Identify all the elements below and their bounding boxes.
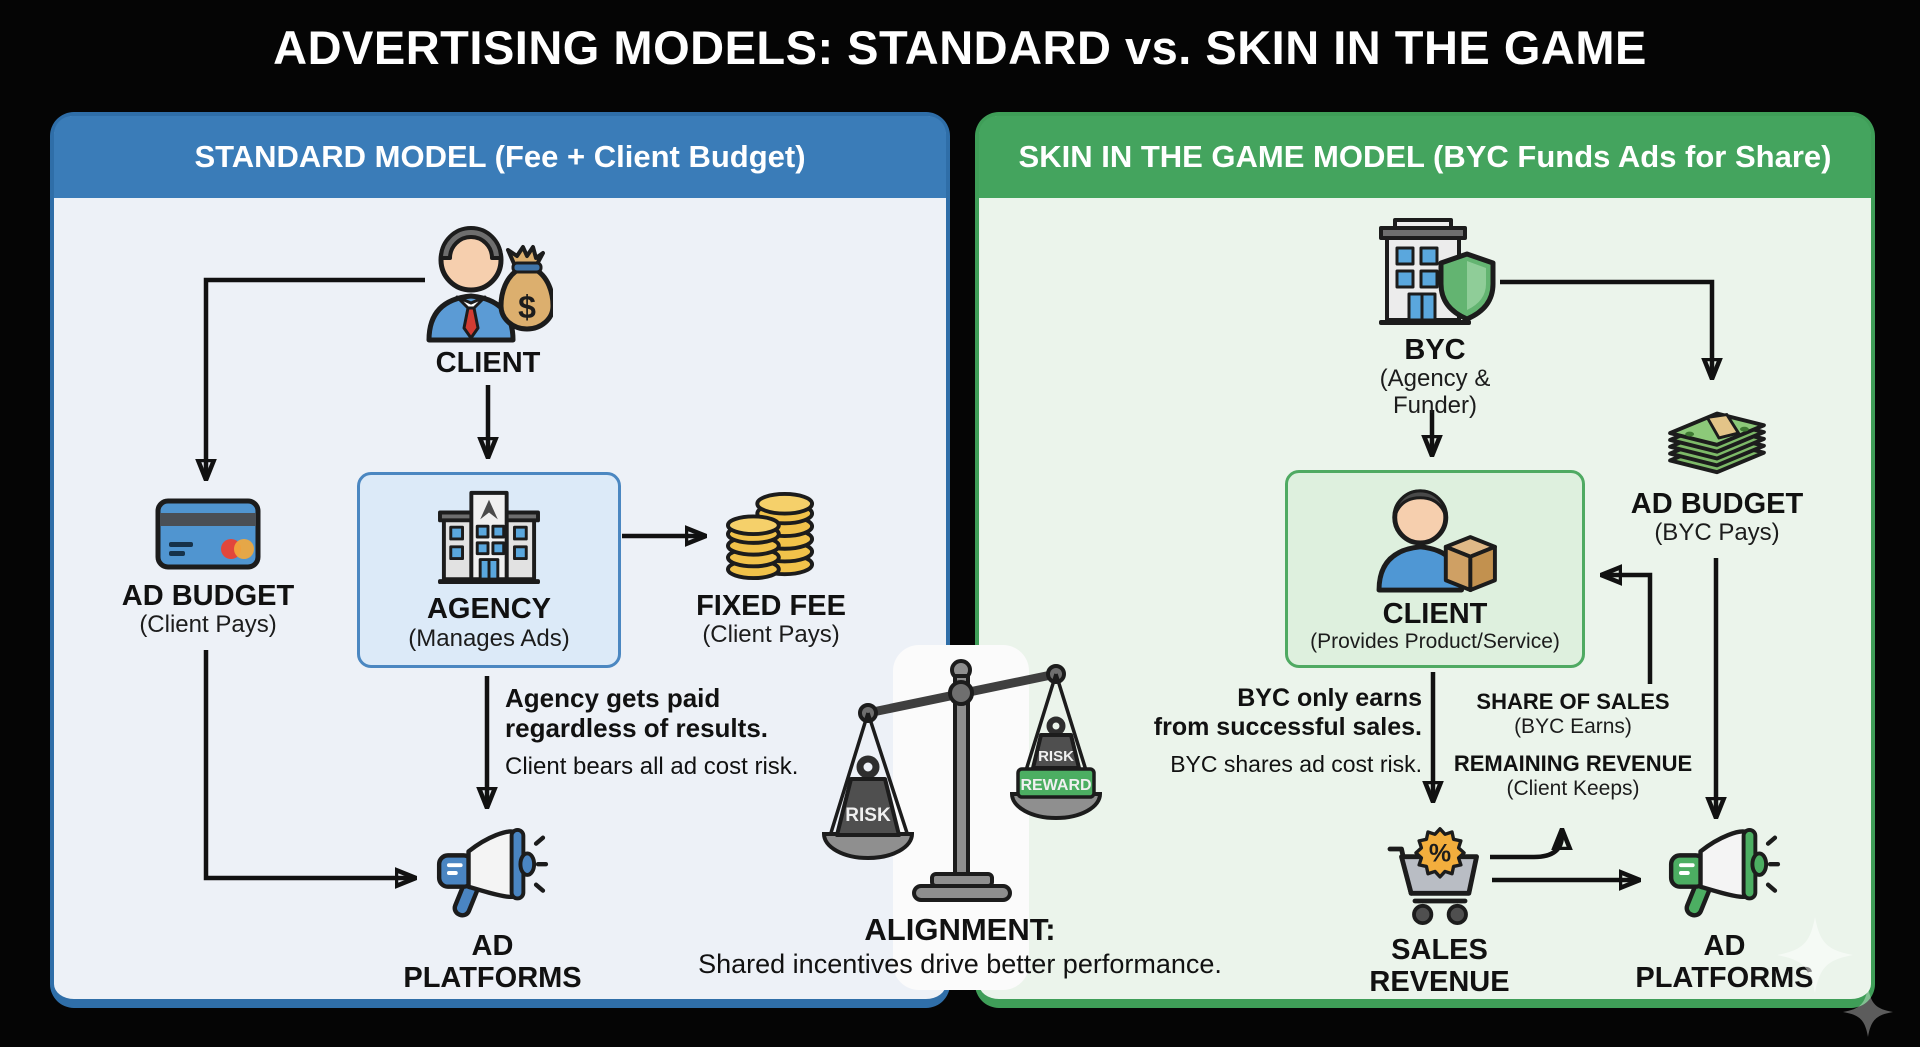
balance-scale: RISK RISK REWARD xyxy=(821,659,1103,902)
right-pan xyxy=(1009,792,1103,820)
sales-revenue-label: SALES REVENUE xyxy=(1369,934,1510,999)
risk-weight-right-label: RISK xyxy=(1038,748,1074,765)
coins-icon xyxy=(726,492,815,581)
package-icon xyxy=(1443,535,1497,593)
ad-budget-label-skin: AD BUDGET xyxy=(1630,488,1804,520)
sparkle-watermark xyxy=(1777,917,1893,1037)
arrow-adbudget-to-adplatforms xyxy=(203,650,410,878)
byc-sub: (Agency & Funder) xyxy=(1379,365,1491,420)
standard-model-header: STANDARD MODEL (Fee + Client Budget) xyxy=(54,116,946,198)
client-node-standard: $ CLIENT xyxy=(388,210,588,379)
standard-note-bold-1: Agency gets paid xyxy=(505,683,721,713)
ad-budget-sub-skin: (BYC Pays) xyxy=(1654,519,1780,547)
skin-note-regular: BYC shares ad cost risk. xyxy=(1170,750,1422,777)
remaining-revenue-sub: (Client Keeps) xyxy=(1506,776,1640,800)
megaphone-icon-blue xyxy=(436,827,548,918)
agency-sub: (Manages Ads) xyxy=(408,624,570,652)
shopping-cart-icon: % xyxy=(1387,827,1479,926)
share-of-sales-node: SHARE OF SALES (BYC Earns) xyxy=(1467,689,1679,738)
standard-note-regular: Client bears all ad cost risk. xyxy=(505,752,799,780)
reward-block xyxy=(1016,767,1096,799)
skin-note-bold-1: BYC only earns xyxy=(1237,684,1422,712)
ad-platforms-label-standard: AD PLATFORMS xyxy=(403,930,582,995)
arrow-client-to-adbudget xyxy=(206,277,425,474)
fixed-fee-label: FIXED FEE xyxy=(696,590,846,622)
skin-in-the-game-header: SKIN IN THE GAME MODEL (BYC Funds Ads fo… xyxy=(979,116,1871,198)
sound-lines xyxy=(533,835,548,893)
arrow-shareofsales-to-client xyxy=(1607,575,1653,684)
client-package-icon xyxy=(1376,489,1497,593)
remaining-revenue-label: REMAINING REVENUE xyxy=(1453,751,1693,776)
ad-platforms-label-skin: AD PLATFORMS xyxy=(1635,930,1814,995)
reward-block-label: REWARD xyxy=(1020,777,1091,794)
client-label-skin: CLIENT xyxy=(1382,598,1488,630)
ad-budget-node-standard: AD BUDGET (Client Pays) xyxy=(108,498,308,639)
sales-revenue-node: % SALES REVENUE xyxy=(1337,824,1542,999)
ad-budget-sub: (Client Pays) xyxy=(139,611,277,639)
client-label: CLIENT xyxy=(435,347,541,379)
byc-building-shield-icon xyxy=(1379,218,1496,325)
ad-platforms-node-standard: AD PLATFORMS xyxy=(390,826,595,995)
ad-budget-node-skin: AD BUDGET (BYC Pays) xyxy=(1628,394,1806,547)
standard-note-bold-2: regardless of results. xyxy=(505,712,768,743)
coin-stack-front xyxy=(726,514,781,581)
ad-budget-label: AD BUDGET xyxy=(121,580,295,612)
remaining-revenue-node: REMAINING REVENUE (Client Keeps) xyxy=(1452,751,1694,800)
sound-lines xyxy=(1765,835,1780,893)
byc-label: BYC xyxy=(1404,334,1466,366)
cash-stack-icon xyxy=(1668,411,1766,475)
alignment-subtitle: Shared incentives drive better performan… xyxy=(698,949,1222,979)
skin-note: BYC only earns from successful sales. BY… xyxy=(1140,684,1422,777)
byc-node: BYC (Agency & Funder) xyxy=(1340,216,1530,420)
left-pan-strings xyxy=(828,712,910,837)
left-pan xyxy=(821,832,915,860)
dollar-symbol: $ xyxy=(518,289,536,325)
percent-badge xyxy=(1413,827,1466,879)
agency-box: AGENCY (Manages Ads) xyxy=(357,472,621,668)
megaphone-icon-green xyxy=(1668,827,1780,918)
fixed-fee-sub: (Client Pays) xyxy=(702,621,840,649)
skin-note-bold-2: from successful sales. xyxy=(1153,712,1422,741)
agency-building-icon xyxy=(438,491,540,585)
fixed-fee-node: FIXED FEE (Client Pays) xyxy=(681,492,861,649)
client-money-bag-icon: $ xyxy=(426,226,553,343)
percent-symbol: % xyxy=(1428,840,1450,868)
alignment-title: ALIGNMENT: xyxy=(864,912,1056,947)
ad-platforms-node-skin: AD PLATFORMS xyxy=(1622,826,1827,995)
share-of-sales-label: SHARE OF SALES xyxy=(1476,689,1670,714)
risk-weight-left-label: RISK xyxy=(845,805,891,826)
arrow-byc-to-adbudget xyxy=(1500,279,1712,373)
page-title: ADVERTISING MODELS: STANDARD vs. SKIN IN… xyxy=(273,21,1647,74)
agency-label: AGENCY xyxy=(426,593,552,626)
risk-weight-left xyxy=(835,777,901,837)
share-of-sales-sub: (BYC Earns) xyxy=(1514,714,1632,738)
client-sub-skin: (Provides Product/Service) xyxy=(1310,630,1560,654)
arrow-salesrevenue-to-remainingrevenue xyxy=(1490,835,1562,860)
credit-card-icon xyxy=(155,498,261,570)
client-box-skin: CLIENT (Provides Product/Service) xyxy=(1285,470,1585,668)
standard-note: Agency gets paid regardless of results. … xyxy=(505,683,845,780)
